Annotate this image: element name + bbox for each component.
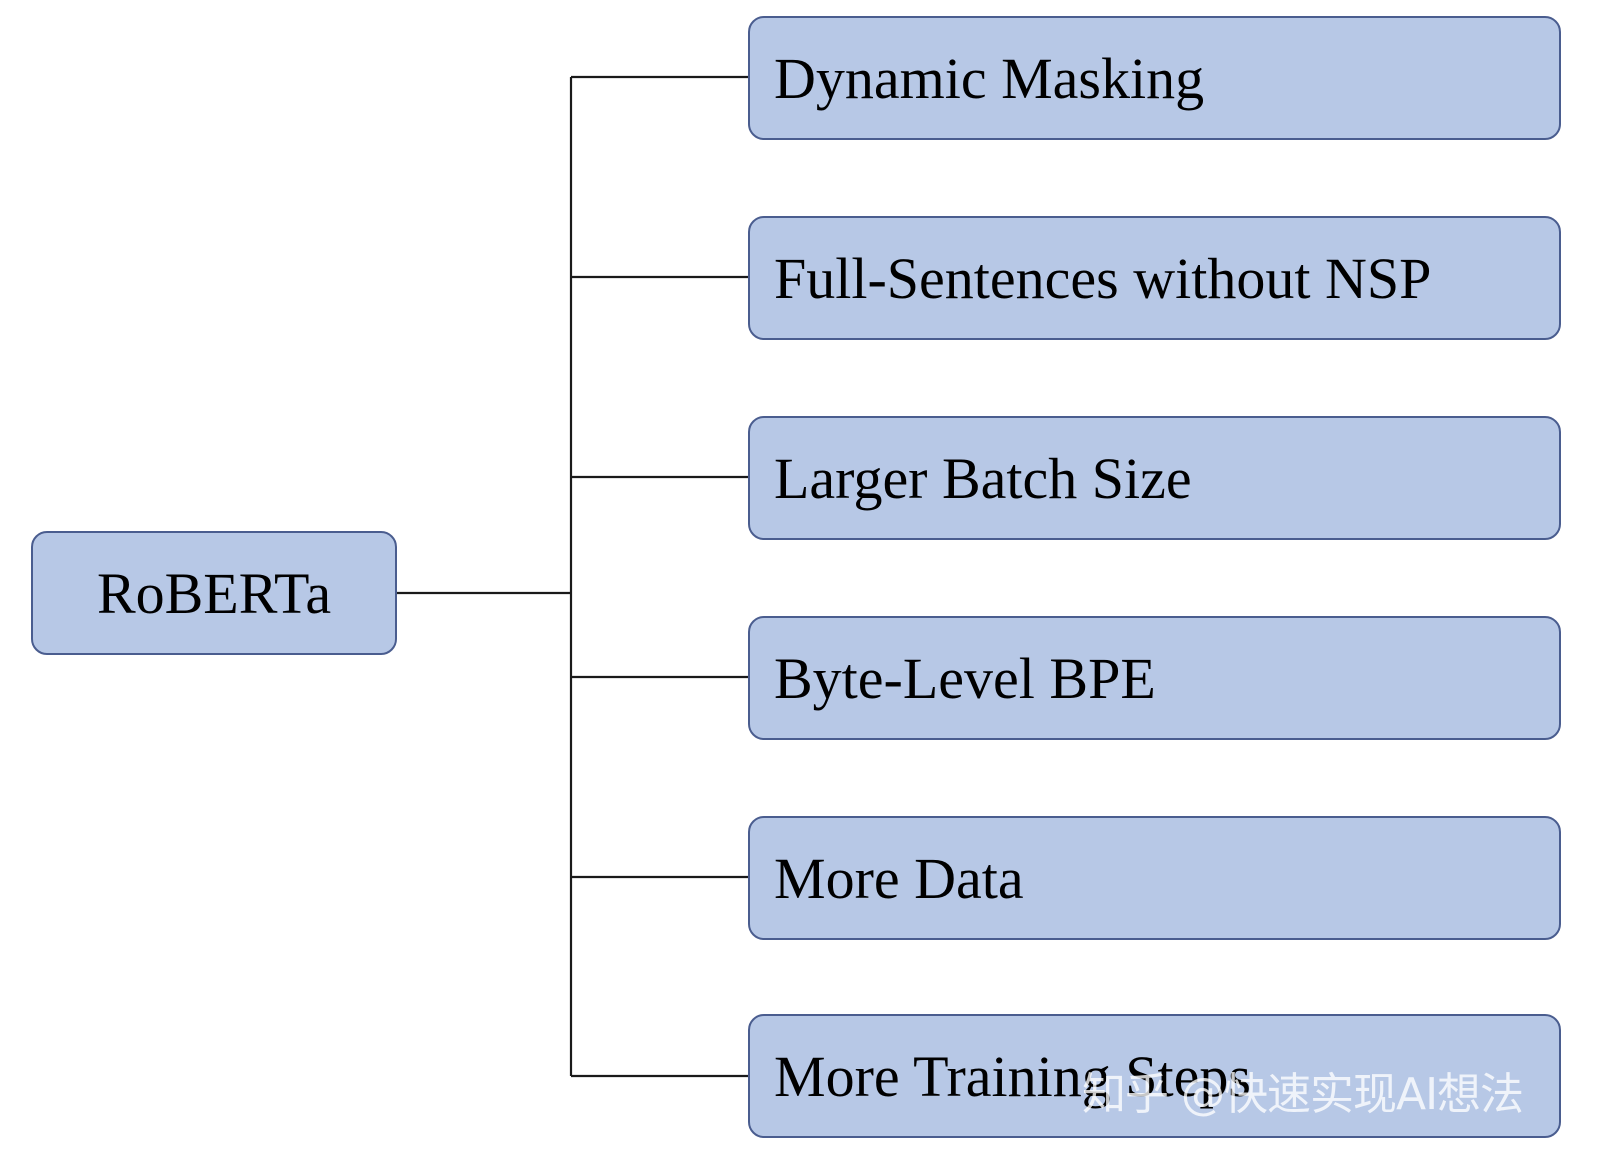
- branch-label: Byte-Level BPE: [774, 645, 1156, 711]
- root-label: RoBERTa: [96, 560, 332, 626]
- branch-node-larger-batch-size: Larger Batch Size: [748, 416, 1561, 540]
- root-node: RoBERTa: [31, 531, 397, 655]
- branch-node-more-data: More Data: [748, 816, 1561, 940]
- branch-label: Full-Sentences without NSP: [774, 245, 1432, 311]
- branch-node-byte-level-bpe: Byte-Level BPE: [748, 616, 1561, 740]
- branch-label: More Training Steps: [774, 1043, 1251, 1109]
- watermark: 知乎 @快速实现AI想法: [1082, 1069, 1524, 1120]
- branch-node-dynamic-masking: Dynamic Masking: [748, 16, 1561, 140]
- branch-node-more-training-steps: More Training Steps: [748, 1014, 1561, 1138]
- branch-node-full-sentences: Full-Sentences without NSP: [748, 216, 1561, 340]
- branch-label: Dynamic Masking: [774, 45, 1205, 111]
- branch-label: Larger Batch Size: [774, 445, 1192, 511]
- branch-label: More Data: [774, 845, 1024, 911]
